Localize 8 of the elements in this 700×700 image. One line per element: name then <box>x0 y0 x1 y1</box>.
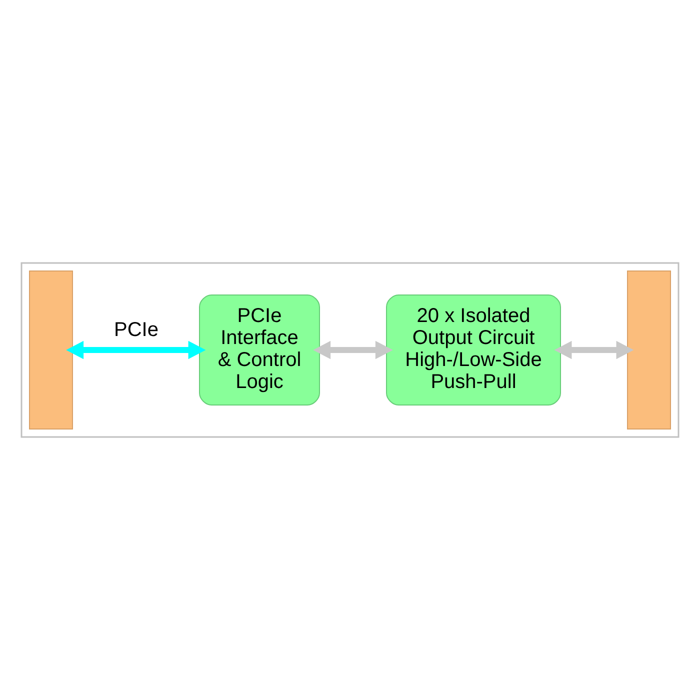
arrow <box>313 340 393 360</box>
node-box: PCIe Interface & Control Logic <box>199 294 320 406</box>
node-box <box>29 270 73 430</box>
arrow <box>66 340 206 360</box>
node-box: 20 x Isolated Output Circuit High-/Low-Side Push-Pull <box>386 294 561 406</box>
arrow <box>554 340 634 360</box>
node-box <box>627 270 671 430</box>
edge-label: PCIe <box>114 319 158 341</box>
